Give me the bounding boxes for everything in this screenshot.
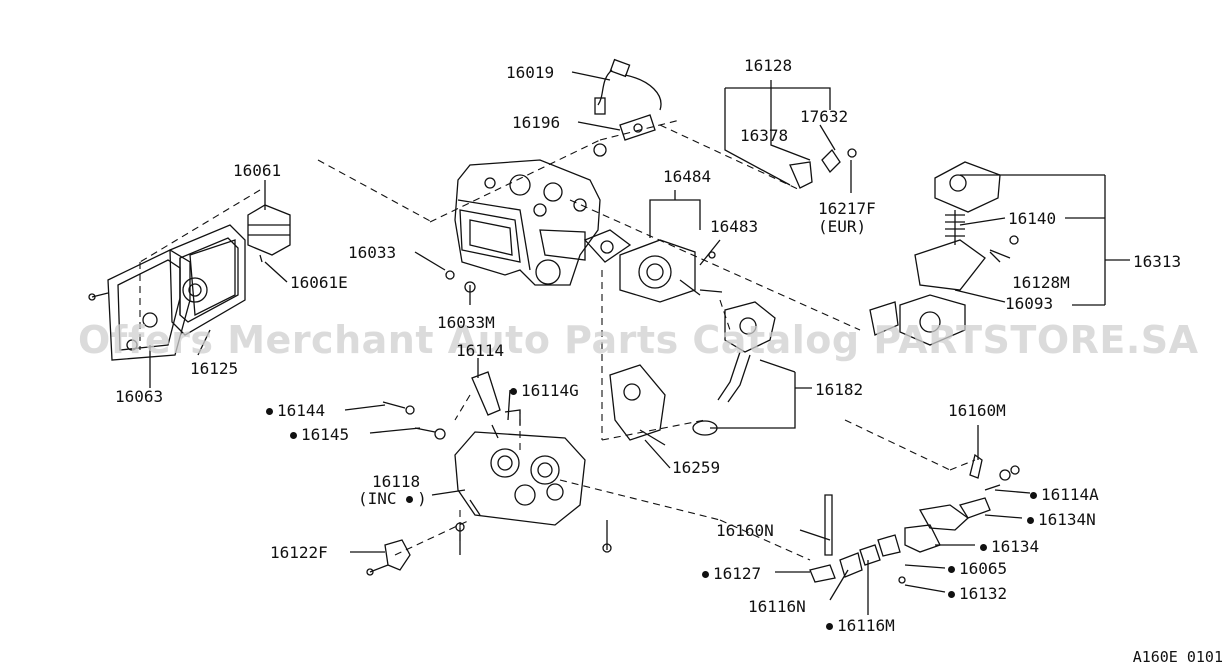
part-label-16259[interactable]: 16259 bbox=[672, 458, 721, 477]
screws-16144-16145 bbox=[382, 401, 446, 440]
bracket-16259 bbox=[609, 364, 666, 446]
jet-16114 bbox=[471, 371, 521, 425]
part-label-16132[interactable]: 16132 bbox=[948, 585, 1007, 603]
bullet-dot bbox=[702, 571, 709, 578]
part-label-16061E[interactable]: 16061E bbox=[290, 273, 348, 292]
part-label-16118[interactable]: 16118 bbox=[372, 472, 421, 491]
inner-plate bbox=[182, 239, 236, 317]
carburetor-body bbox=[454, 424, 586, 526]
part-label-16217F[interactable]: 16217F bbox=[818, 199, 876, 218]
part-label-text: 16114A bbox=[1041, 485, 1099, 504]
part-label-16140[interactable]: 16140 bbox=[1008, 209, 1057, 228]
screw-body-right bbox=[602, 520, 612, 553]
watermark: Offers Merchant Auto Parts Catalog PARTS… bbox=[78, 318, 1199, 362]
part-label-16182[interactable]: 16182 bbox=[815, 380, 864, 399]
part-label-16134[interactable]: 16134 bbox=[980, 538, 1039, 556]
part-label-16125[interactable]: 16125 bbox=[190, 359, 239, 378]
part-label-16063[interactable]: 16063 bbox=[115, 387, 164, 406]
bullet-dot bbox=[980, 544, 987, 551]
part-label-16160M[interactable]: 16160M bbox=[948, 401, 1006, 420]
part-label-16128[interactable]: 16128 bbox=[744, 56, 793, 75]
part-label-16122F[interactable]: 16122F bbox=[270, 543, 328, 562]
part-label-16196[interactable]: 16196 bbox=[512, 113, 561, 132]
bullet-dot bbox=[406, 496, 414, 503]
part-label-text: 16144 bbox=[277, 401, 326, 420]
part-label-text: 16132 bbox=[959, 584, 1008, 603]
part-label-16128M[interactable]: 16128M bbox=[1012, 273, 1070, 292]
switch-harness bbox=[594, 58, 662, 141]
sensor-16182 bbox=[692, 301, 776, 436]
part-label-17632[interactable]: 17632 bbox=[800, 107, 849, 126]
small-bracket-16128 bbox=[789, 148, 857, 189]
bullet-dot bbox=[266, 408, 273, 415]
carburetor-top-housing bbox=[454, 143, 607, 286]
screw-body-left bbox=[455, 522, 465, 555]
part-label-text: 16134N bbox=[1038, 510, 1096, 529]
bullet-dot bbox=[826, 623, 833, 630]
part-label-16061[interactable]: 16061 bbox=[233, 161, 282, 180]
bullet-dot bbox=[290, 432, 297, 439]
part-label-16033M[interactable]: 16033M bbox=[437, 313, 495, 332]
part-label-16033[interactable]: 16033 bbox=[348, 243, 397, 262]
part-label-16378[interactable]: 16378 bbox=[740, 126, 789, 145]
assembly-dashed-lines bbox=[139, 119, 976, 561]
part-label-inc: (INC ) bbox=[358, 489, 427, 508]
part-label-16019[interactable]: 16019 bbox=[506, 63, 555, 82]
part-label-16160N[interactable]: 16160N bbox=[716, 521, 774, 540]
part-label-16114[interactable]: 16114 bbox=[456, 341, 505, 360]
leader-lines bbox=[149, 71, 1130, 615]
part-label-text: (INC bbox=[358, 489, 397, 508]
part-label-16134N[interactable]: 16134N bbox=[1027, 511, 1096, 529]
part-label-text: 16134 bbox=[991, 537, 1040, 556]
bullet-dot bbox=[1030, 492, 1037, 499]
part-label-eur: (EUR) bbox=[818, 217, 867, 236]
part-label-text: 16114G bbox=[521, 381, 579, 400]
part-label-text: 16065 bbox=[959, 559, 1008, 578]
lever-16122F bbox=[366, 539, 411, 576]
part-label-16145[interactable]: 16145 bbox=[290, 426, 349, 444]
bullet-dot bbox=[510, 388, 517, 395]
bullet-dot bbox=[948, 591, 955, 598]
bullet-dot bbox=[948, 566, 955, 573]
part-label-16114G[interactable]: 16114G bbox=[510, 382, 579, 400]
part-label-16484[interactable]: 16484 bbox=[663, 167, 712, 186]
diagram-code: A160E 0101 bbox=[1132, 648, 1223, 666]
part-label-16116N[interactable]: 16116N bbox=[748, 597, 806, 616]
part-label-16116M[interactable]: 16116M bbox=[826, 617, 895, 635]
small-screw-left bbox=[88, 292, 109, 301]
screw-16033 bbox=[445, 270, 476, 293]
part-label-text: 16145 bbox=[301, 425, 350, 444]
choke-housing bbox=[583, 229, 723, 303]
bullet-dot bbox=[1027, 517, 1034, 524]
part-label-16483[interactable]: 16483 bbox=[710, 217, 759, 236]
part-label-text: 16127 bbox=[713, 564, 762, 583]
cover-gasket bbox=[169, 224, 246, 336]
jet-assembly-right bbox=[809, 453, 1020, 584]
part-label-text: 16116M bbox=[837, 616, 895, 635]
part-label-16313[interactable]: 16313 bbox=[1133, 252, 1182, 271]
part-label-16127[interactable]: 16127 bbox=[702, 565, 761, 583]
diaphragm-cover bbox=[934, 161, 1001, 245]
part-label-16065[interactable]: 16065 bbox=[948, 560, 1007, 578]
float-part bbox=[247, 204, 291, 263]
part-label-16093[interactable]: 16093 bbox=[1005, 294, 1054, 313]
diaphragm-plate bbox=[869, 235, 1019, 346]
part-label-16144[interactable]: 16144 bbox=[266, 402, 325, 420]
part-label-16114A[interactable]: 16114A bbox=[1030, 486, 1099, 504]
